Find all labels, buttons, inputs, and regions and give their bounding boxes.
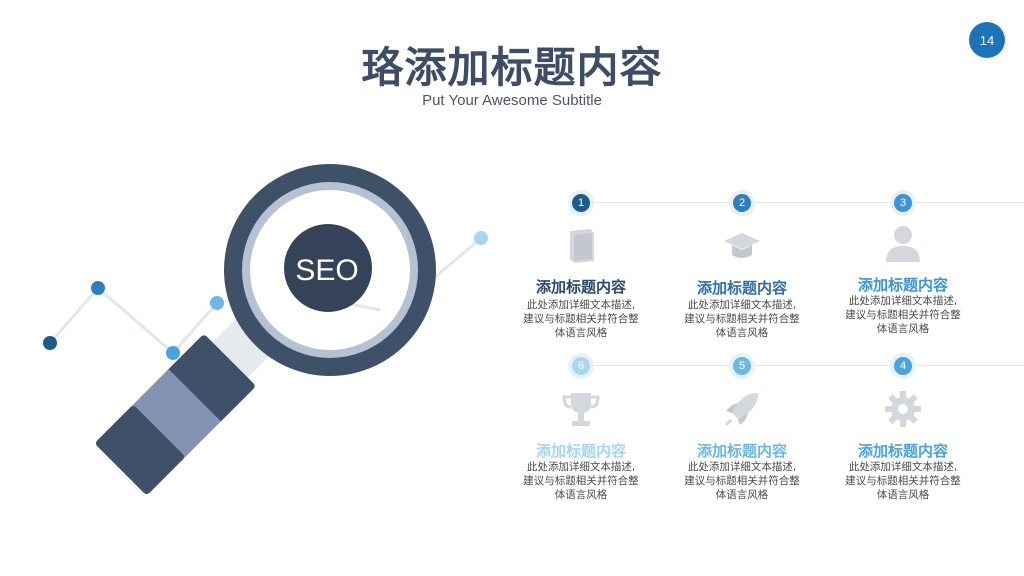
step-desc-1: 此处添加详细文本描述,建议与标题相关并符合整体语言风格 [523, 299, 639, 339]
step-desc-2: 此处添加详细文本描述,建议与标题相关并符合整体语言风格 [684, 299, 800, 339]
step-desc-4: 此处添加详细文本描述,建议与标题相关并符合整体语言风格 [845, 461, 961, 501]
step-desc-6: 此处添加详细文本描述,建议与标题相关并符合整体语言风格 [523, 461, 639, 501]
step-title-3: 添加标题内容 [857, 276, 948, 294]
chart-point [166, 346, 180, 360]
step-number-1: 1 [572, 194, 590, 212]
step-number-4: 4 [894, 357, 912, 375]
step-title-2: 添加标题内容 [696, 279, 787, 297]
seo-badge [284, 224, 372, 312]
magnifier-handle [95, 317, 273, 495]
step-title-6: 添加标题内容 [535, 442, 626, 460]
step-number-6: 6 [572, 357, 590, 375]
step-title-1: 添加标题内容 [535, 278, 626, 296]
rocket-icon [724, 393, 758, 427]
step-number-3: 3 [894, 194, 912, 212]
step-title-4: 添加标题内容 [857, 442, 948, 460]
step-desc-3: 此处添加详细文本描述,建议与标题相关并符合整体语言风格 [845, 295, 961, 335]
book-icon [570, 229, 594, 263]
user-icon [886, 226, 920, 262]
page-title: 珞添加标题内容 [361, 43, 663, 92]
chart-point [474, 231, 488, 245]
trophy-icon [562, 393, 600, 426]
graduation-cap-icon [724, 233, 760, 258]
chart-point [43, 336, 57, 350]
timeline-line-top [570, 202, 1024, 203]
step-number-5: 5 [733, 357, 751, 375]
step-number-2: 2 [733, 194, 751, 212]
chart-point [210, 296, 224, 310]
seo-magnifier-illustration: SEO [43, 164, 488, 495]
step-desc-5: 此处添加详细文本描述,建议与标题相关并符合整体语言风格 [684, 461, 800, 501]
gear-icon [885, 391, 921, 427]
page-number-badge: 14 [969, 22, 1005, 58]
step-title-5: 添加标题内容 [696, 442, 787, 460]
chart-point [91, 281, 105, 295]
page-subtitle: Put Your Awesome Subtitle [422, 92, 602, 109]
trend-line-chart [43, 231, 488, 360]
timeline-line-bottom [570, 365, 1024, 366]
seo-label: SEO [295, 254, 358, 287]
